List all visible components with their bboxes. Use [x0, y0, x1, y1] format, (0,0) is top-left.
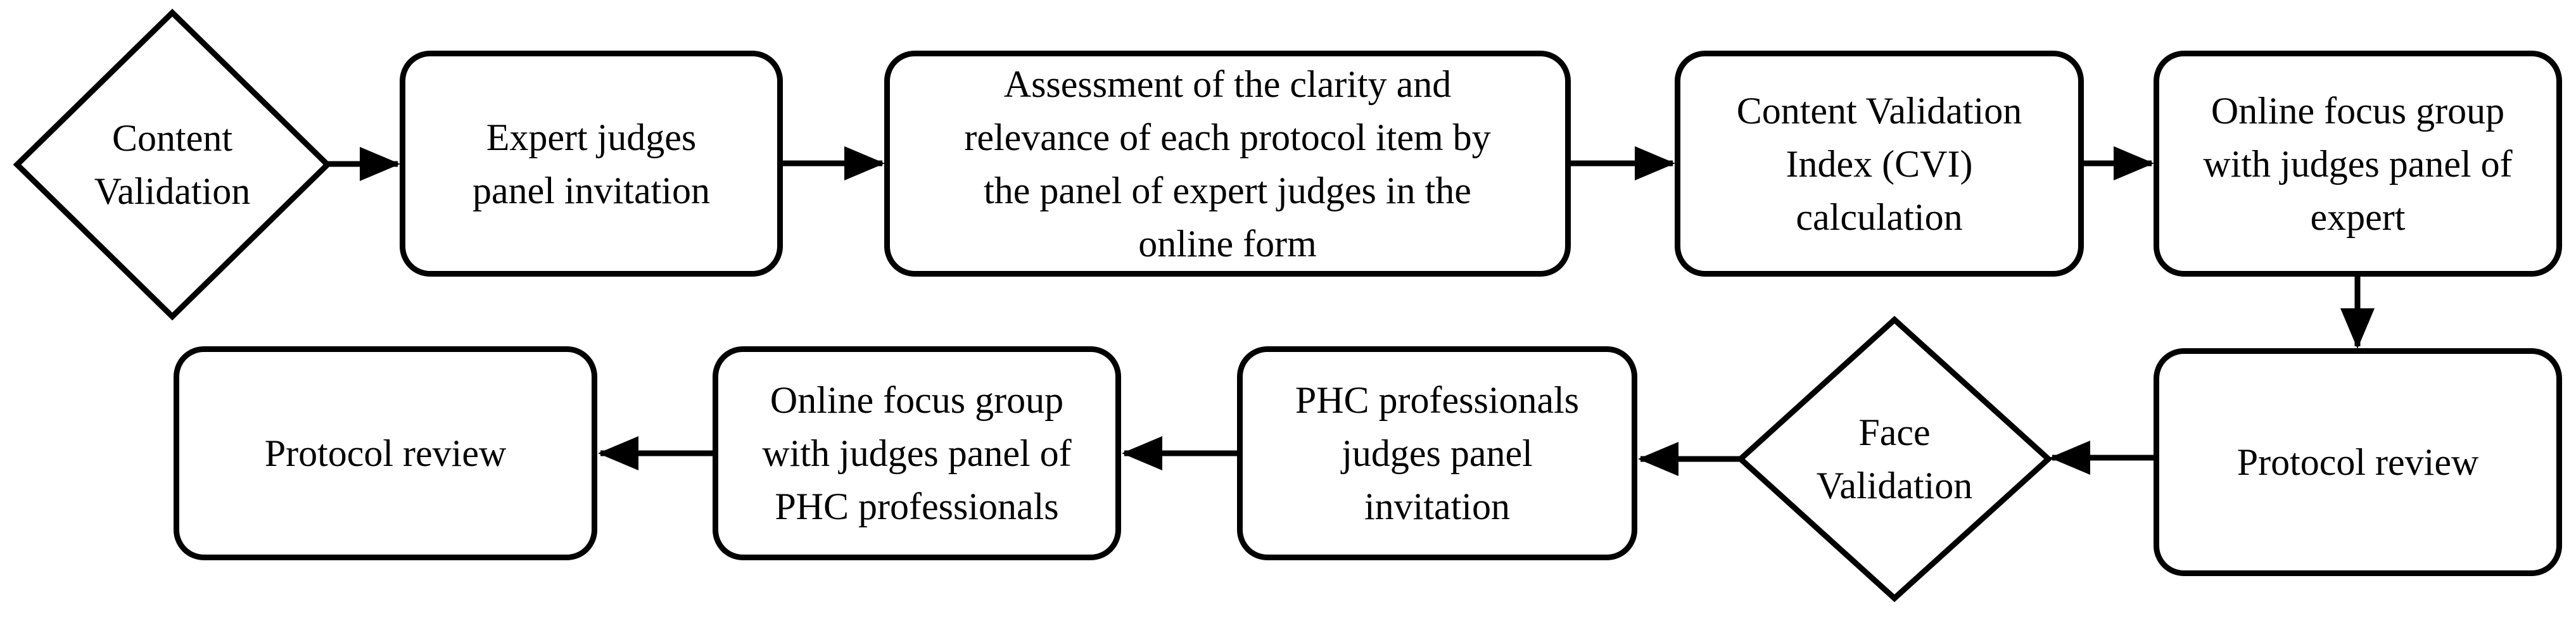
- node-online-focus-group-expert-label: Online focus group with judges panel of …: [2203, 89, 2513, 238]
- node-cvi-calculation-label: Content Validation Index (CVI) calculati…: [1736, 89, 2022, 238]
- node-expert-judges-panel-invitation-label: Expert judges panel invitation: [473, 116, 710, 211]
- node-expert-judges-panel-invitation: Expert judges panel invitation: [400, 51, 783, 277]
- node-assessment-of-protocol-items-label: Assessment of the clarity and relevance …: [964, 63, 1491, 265]
- node-phc-professionals-panel-invitation: PHC professionals judges panel invitatio…: [1237, 346, 1637, 560]
- node-protocol-review-2-label: Protocol review: [264, 432, 507, 474]
- node-online-focus-group-phc-label: Online focus group with judges panel of …: [762, 379, 1072, 527]
- node-content-validation-label: Content Validation: [94, 117, 251, 212]
- node-protocol-review-1-label: Protocol review: [2237, 441, 2479, 483]
- node-protocol-review-1: Protocol review: [2154, 348, 2562, 576]
- diamond-shape-content-validation: [13, 8, 332, 321]
- node-content-validation: Content Validation: [17, 13, 327, 317]
- node-online-focus-group-expert: Online focus group with judges panel of …: [2154, 51, 2562, 277]
- node-cvi-calculation: Content Validation Index (CVI) calculati…: [1675, 51, 2084, 277]
- node-phc-professionals-panel-invitation-label: PHC professionals judges panel invitatio…: [1295, 379, 1580, 527]
- diamond-shape-face-validation: [1736, 315, 2053, 603]
- node-protocol-review-2: Protocol review: [174, 346, 597, 560]
- node-face-validation: Face Validation: [1741, 320, 2048, 598]
- node-assessment-of-protocol-items: Assessment of the clarity and relevance …: [884, 51, 1571, 277]
- node-face-validation-label: Face Validation: [1816, 411, 1973, 506]
- node-online-focus-group-phc: Online focus group with judges panel of …: [713, 346, 1121, 560]
